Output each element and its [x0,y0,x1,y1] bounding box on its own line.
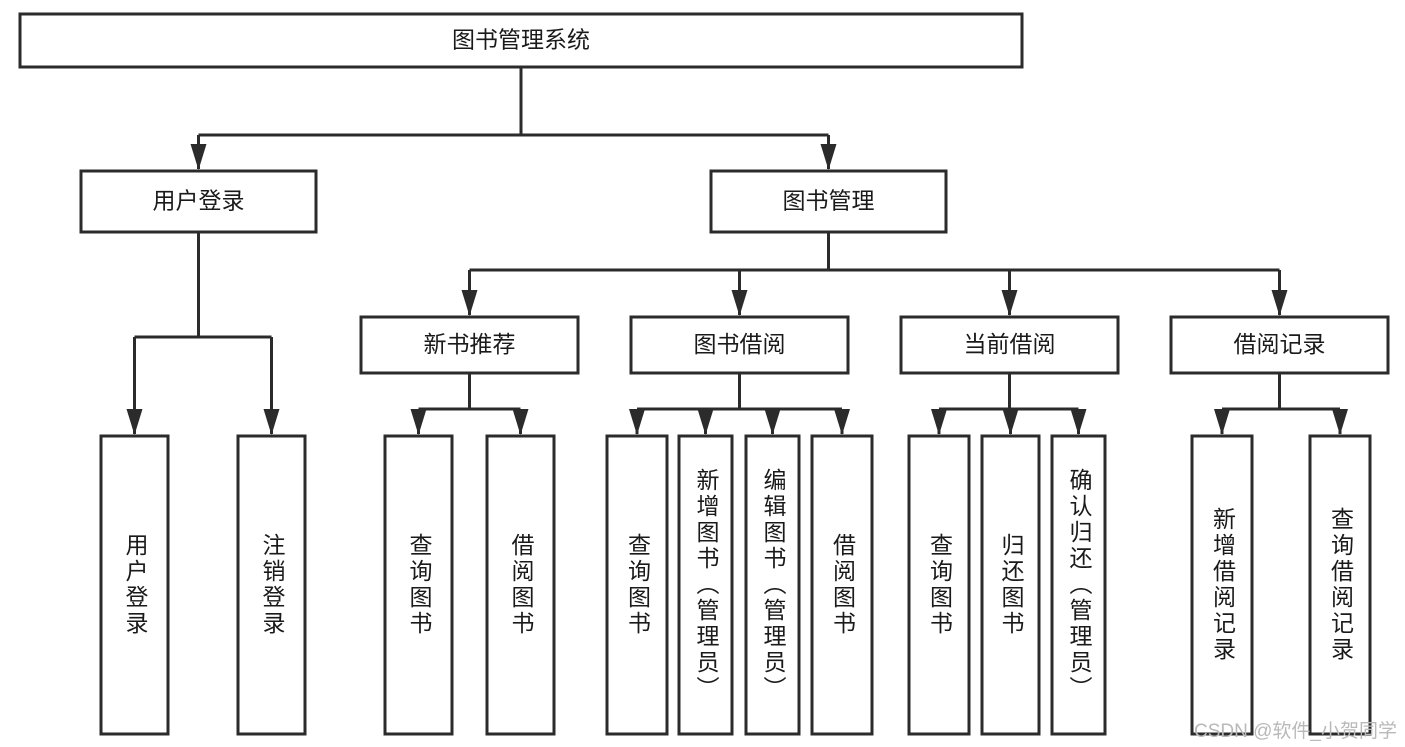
node-box-borrow-book-recommend[interactable] [485,434,556,736]
arrow-head-icon [697,409,714,435]
arrow-head-icon [461,290,478,316]
arrow-head-icon [410,409,427,435]
node-box-root[interactable] [18,12,1024,69]
arrow-head-icon [190,144,207,170]
node-box-borrow-records[interactable] [1169,315,1390,375]
arrow-head-icon [1070,409,1087,435]
node-box-layer [18,12,1390,736]
node-label-current-borrow: 当前借阅 [964,331,1056,357]
node-box-user-logout[interactable] [236,434,307,736]
arrow-head-icon [1271,290,1288,316]
node-box-current-borrow[interactable] [899,315,1120,375]
arrow-head-icon [1214,409,1230,435]
node-label-borrow-records: 借阅记录 [1234,331,1326,357]
node-box-add-book-admin[interactable] [677,434,734,736]
arrow-head-icon [512,409,529,435]
arrow-head-icon [764,409,781,435]
node-box-new-book-recommend[interactable] [359,315,580,375]
node-label-root: 图书管理系统 [452,27,590,53]
connector-layer [126,67,1348,435]
arrow-head-icon [731,290,748,316]
arrow-head-icon [1001,290,1018,316]
arrow-head-icon [1332,409,1348,435]
node-box-user-login-do[interactable] [99,434,170,736]
node-box-edit-book-admin[interactable] [744,434,801,736]
node-box-return-book[interactable] [980,434,1041,736]
arrow-head-icon [629,409,645,435]
arrow-head-icon [834,409,850,435]
node-label-book-borrow: 图书借阅 [694,331,786,357]
node-box-confirm-return-admin[interactable] [1050,434,1107,736]
arrow-head-icon [1002,409,1019,435]
node-box-book-management[interactable] [709,169,948,234]
arrow-head-icon [263,409,280,435]
arrow-head-icon [126,409,143,435]
node-label-user-login: 用户登录 [153,188,245,214]
node-box-query-book-borrow[interactable] [605,434,669,736]
node-box-query-book-recommend[interactable] [383,434,454,736]
node-label-new-book-recommend: 新书推荐 [424,331,516,357]
node-box-add-borrow-record[interactable] [1190,434,1254,736]
arrow-head-icon [931,409,947,435]
node-box-borrow-book-action[interactable] [810,434,874,736]
node-box-user-login[interactable] [79,169,318,234]
arrow-head-icon [820,144,837,170]
node-box-book-borrow[interactable] [629,315,850,375]
node-box-query-book-current[interactable] [907,434,971,736]
node-box-query-borrow-record[interactable] [1308,434,1372,736]
node-label-book-management: 图书管理 [783,188,875,214]
